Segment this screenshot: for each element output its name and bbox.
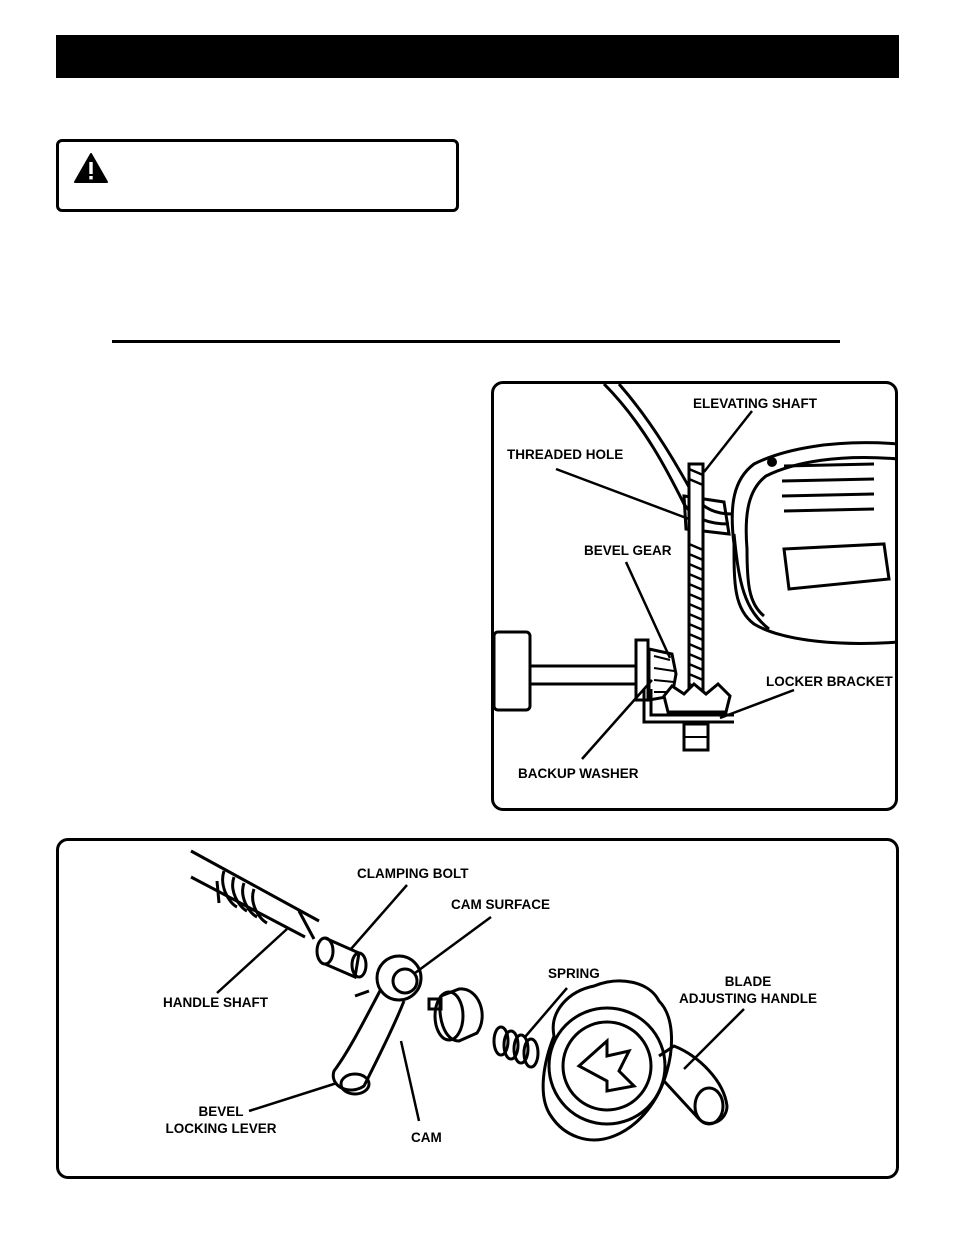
warning-box: [56, 139, 459, 212]
section-divider: [112, 340, 840, 343]
elevating-shaft-drawing: [494, 384, 895, 760]
label-bevel-locking-lever-line2: LOCKING LEVER: [165, 1121, 277, 1136]
label-blade-adjusting-handle-line1: BLADE: [724, 974, 772, 989]
figure-bevel-lock-assembly: CLAMPING BOLT CAM SURFACE SPRING BLADE A…: [56, 838, 899, 1179]
label-blade-adjusting-handle: BLADE ADJUSTING HANDLE: [668, 973, 828, 1007]
label-clamping-bolt: CLAMPING BOLT: [357, 866, 469, 881]
locker-bracket: [642, 689, 734, 724]
label-cam-surface: CAM SURFACE: [451, 897, 551, 912]
label-locker-bracket: LOCKER BRACKET: [766, 674, 893, 689]
shaft-gear: [662, 681, 732, 714]
label-bevel-locking-lever: BEVEL LOCKING LEVER: [157, 1103, 285, 1137]
label-bevel-gear: BEVEL GEAR: [584, 543, 672, 558]
bevel-lock-exploded-drawing: [190, 849, 745, 1142]
warning-triangle-icon: [74, 153, 108, 183]
figure-elevating-shaft: ELEVATING SHAFT THREADED HOLE BEVEL GEAR…: [491, 381, 898, 811]
label-threaded-hole: THREADED HOLE: [507, 447, 624, 462]
knob: [494, 630, 532, 712]
label-spring: SPRING: [548, 966, 600, 981]
label-cam: CAM: [411, 1130, 442, 1145]
header-bar: [56, 35, 899, 78]
label-blade-adjusting-handle-line2: ADJUSTING HANDLE: [678, 991, 817, 1006]
label-elevating-shaft: ELEVATING SHAFT: [693, 396, 817, 411]
label-backup-washer: BACKUP WASHER: [518, 766, 639, 781]
screw-dot: [767, 457, 777, 467]
label-handle-shaft: HANDLE SHAFT: [163, 995, 268, 1010]
label-bevel-locking-lever-line1: BEVEL: [198, 1104, 244, 1119]
